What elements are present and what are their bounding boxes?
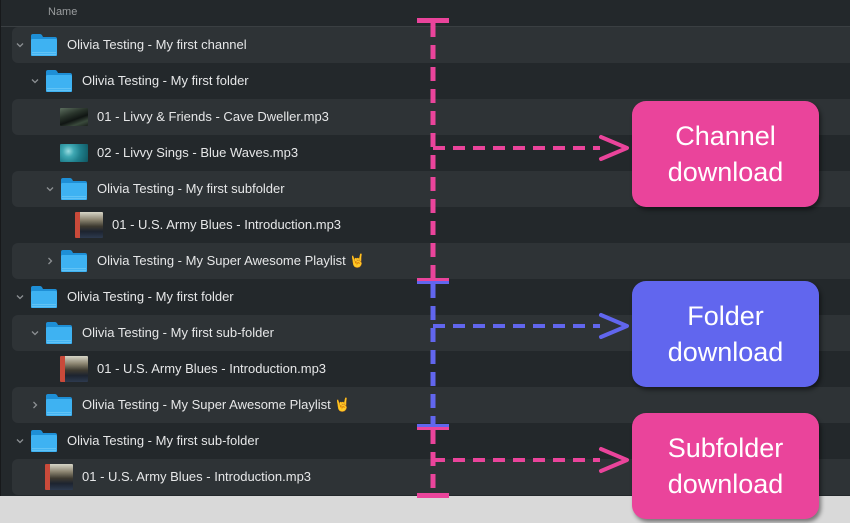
row-label: 01 - Livvy & Friends - Cave Dweller.mp3 [97,109,329,124]
chevron-down-icon[interactable] [45,184,55,194]
row-label: Olivia Testing - My first sub-folder [67,433,259,448]
folder-icon [45,69,73,93]
chevron-down-icon[interactable] [30,328,40,338]
callout-line1: Channel [675,121,776,151]
callout-line2: download [667,157,784,187]
tree-row-channel[interactable]: Olivia Testing - My first channel [1,27,850,63]
tree-row-folder[interactable]: Olivia Testing - My first folder [1,279,850,315]
row-label: 02 - Livvy Sings - Blue Waves.mp3 [97,145,299,160]
tree-row-file[interactable]: 01 - U.S. Army Blues - Introduction.mp3 [1,207,850,243]
folder-download-callout: Folder download [632,281,819,387]
row-label: Olivia Testing - My Super Awesome Playli… [97,253,366,269]
callout-line2: download [667,469,784,499]
tree-row-playlist[interactable]: Olivia Testing - My Super Awesome Playli… [1,243,850,279]
folder-icon [45,393,73,417]
tree-row-file[interactable]: 01 - U.S. Army Blues - Introduction.mp3 [1,351,850,387]
folder-icon [30,33,58,57]
album-art-thumbnail [75,212,103,238]
album-art-thumbnail [60,356,88,382]
row-label: 01 - U.S. Army Blues - Introduction.mp3 [82,469,312,484]
row-label: 01 - U.S. Army Blues - Introduction.mp3 [112,217,342,232]
row-label: Olivia Testing - My first folder [82,73,249,88]
row-label: Olivia Testing - My first subfolder [97,181,285,196]
rock-hand-emoji: 🤘 [349,253,366,268]
tree-row-file[interactable]: 02 - Livvy Sings - Blue Waves.mp3 [1,135,850,171]
callout-line1: Subfolder [667,433,784,463]
tree-row-folder[interactable]: Olivia Testing - My first folder [1,63,850,99]
column-header: Name [1,0,850,27]
album-art-thumbnail [45,464,73,490]
chevron-down-icon[interactable] [15,436,25,446]
callout-line2: download [667,337,784,367]
rock-hand-emoji: 🤘 [334,397,351,412]
chevron-down-icon[interactable] [15,40,25,50]
folder-icon [45,321,73,345]
folder-icon [60,249,88,273]
callout-line1: Folder [687,301,764,331]
row-label-text: Olivia Testing - My Super Awesome Playli… [97,253,346,268]
chevron-down-icon[interactable] [15,292,25,302]
row-label: Olivia Testing - My first sub-folder [82,325,274,340]
chevron-right-icon[interactable] [30,400,40,410]
folder-icon [60,177,88,201]
chevron-down-icon[interactable] [30,76,40,86]
row-label: 01 - U.S. Army Blues - Introduction.mp3 [97,361,327,376]
subfolder-download-callout: Subfolder download [632,413,819,519]
chevron-right-icon[interactable] [45,256,55,266]
row-label: Olivia Testing - My first channel [67,37,247,52]
folder-icon [30,285,58,309]
row-label: Olivia Testing - My Super Awesome Playli… [82,397,351,413]
channel-download-callout: Channel download [632,101,819,207]
album-art-thumbnail [60,144,88,162]
row-label: Olivia Testing - My first folder [67,289,234,304]
tree-row-subfolder[interactable]: Olivia Testing - My first sub-folder [1,423,850,459]
album-art-thumbnail [60,108,88,126]
name-column-header[interactable]: Name [48,6,78,18]
folder-icon [30,429,58,453]
row-label-text: Olivia Testing - My Super Awesome Playli… [82,397,331,412]
